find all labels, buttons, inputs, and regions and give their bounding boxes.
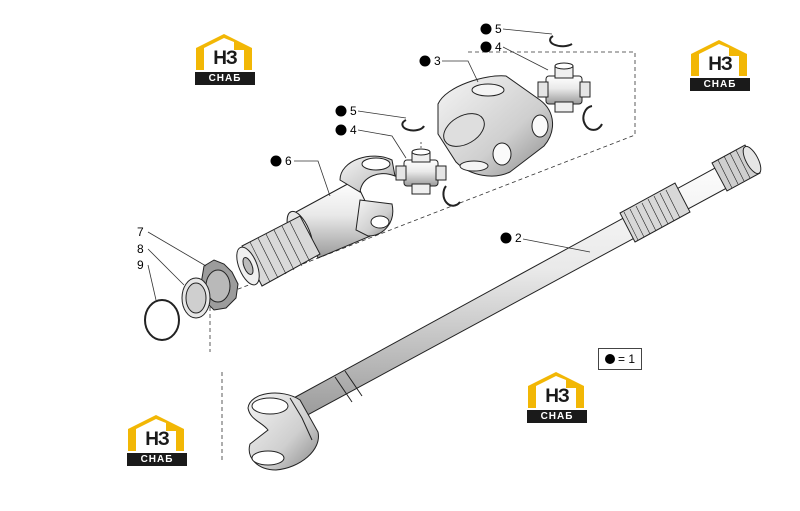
leader-lines	[147, 28, 591, 301]
seal-and-washers	[144, 259, 239, 341]
stub-shaft-part-6	[236, 155, 396, 287]
house-roof-icon	[196, 34, 252, 70]
callout-label: 5	[350, 104, 357, 118]
callout-4-mid: 4	[335, 123, 357, 137]
cross-spider-top	[537, 62, 591, 113]
callout-label: 7	[137, 225, 144, 239]
kit-legend: = 1	[598, 348, 642, 370]
callout-8: 8	[137, 242, 144, 256]
watermark-logo: НЗ СНАБ	[126, 413, 188, 471]
cross-spider-mid	[395, 148, 447, 195]
legend-dot-icon	[604, 354, 615, 364]
watermark-logo: НЗ СНАБ	[526, 370, 588, 428]
snap-rings	[401, 35, 603, 207]
house-roof-icon	[528, 372, 584, 408]
callout-label: 5	[495, 22, 502, 36]
callout-6: 6	[270, 154, 292, 168]
assembly-outline	[209, 51, 636, 460]
watermark-logo: НЗ СНАБ	[194, 32, 256, 90]
callout-3: 3	[419, 54, 441, 68]
callout-4-top: 4	[480, 40, 502, 54]
callout-7: 7	[137, 225, 144, 239]
callout-5-mid: 5	[335, 104, 357, 118]
callout-label: 9	[137, 258, 144, 272]
logo-mark: НЗ	[213, 48, 238, 69]
logo-mark: НЗ	[545, 386, 570, 407]
house-roof-icon	[691, 40, 747, 76]
house-roof-icon	[128, 415, 184, 451]
shaft-yoke	[247, 392, 319, 471]
logo-band: СНАБ	[127, 453, 187, 466]
callouts: 5 4 3 5 4 6 2 7 8	[137, 22, 522, 272]
callout-2: 2	[500, 231, 522, 245]
callout-9: 9	[137, 258, 144, 272]
legend-text: = 1	[617, 352, 635, 366]
logo-band: СНАБ	[527, 410, 587, 423]
callout-label: 3	[434, 54, 441, 68]
logo-band: СНАБ	[195, 72, 255, 85]
logo-mark: НЗ	[708, 54, 733, 75]
callout-label: 4	[350, 123, 357, 137]
callout-label: 6	[285, 154, 292, 168]
half-shaft-part-2	[289, 144, 762, 419]
callout-5-top: 5	[480, 22, 502, 36]
callout-label: 8	[137, 242, 144, 256]
callout-label: 4	[495, 40, 502, 54]
callout-label: 2	[515, 231, 522, 245]
double-yoke-part-3	[437, 75, 553, 177]
logo-mark: НЗ	[145, 429, 170, 450]
watermark-logo: НЗ СНАБ	[689, 38, 751, 96]
logo-band: СНАБ	[690, 78, 750, 91]
